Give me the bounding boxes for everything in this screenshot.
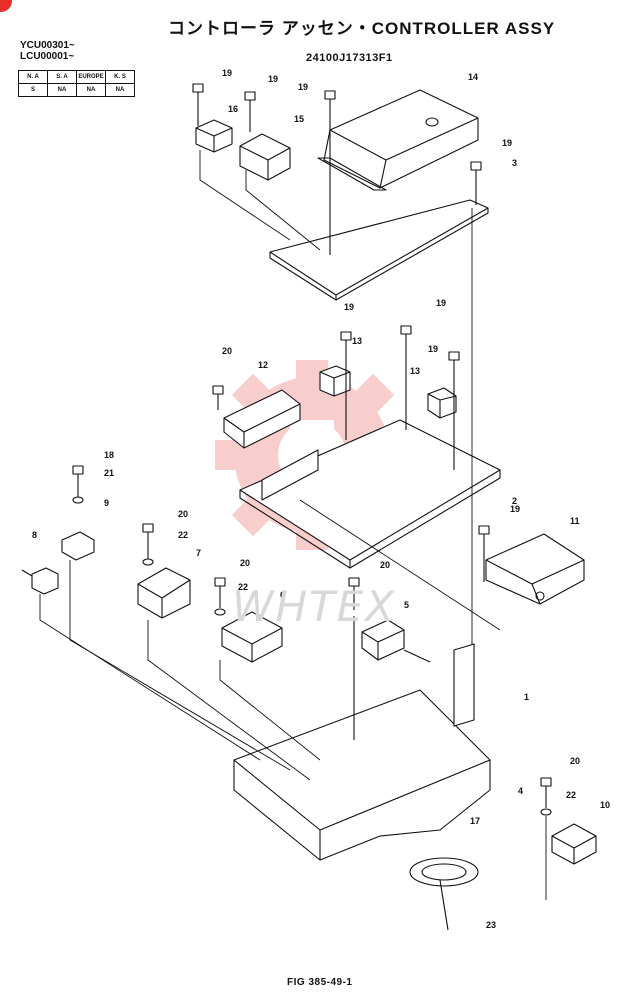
callout-9: 9 xyxy=(104,498,109,508)
callout-19: 19 xyxy=(502,138,512,148)
bolt-20 xyxy=(348,577,360,610)
figure-label: FIG 385-49-1 xyxy=(287,977,353,988)
relay-5 xyxy=(361,619,431,663)
watermark-text: WHTEX xyxy=(232,582,397,631)
washer-22 xyxy=(214,608,226,616)
washer-22 xyxy=(540,808,552,816)
callout-17: 17 xyxy=(470,816,480,826)
bolt-19 xyxy=(192,83,204,126)
callout-21: 21 xyxy=(104,468,114,478)
bolt-20 xyxy=(214,577,226,608)
callout-20: 20 xyxy=(240,558,250,568)
callout-19: 19 xyxy=(436,298,446,308)
bolt-19 xyxy=(400,325,412,430)
serial-range: YCU00301~ LCU00001~ xyxy=(20,40,75,62)
callout-15: 15 xyxy=(294,114,304,124)
callout-14: 14 xyxy=(468,72,478,82)
callout-5: 5 xyxy=(404,600,409,610)
bracket-9 xyxy=(61,531,95,561)
callout-19: 19 xyxy=(222,68,232,78)
callout-1: 1 xyxy=(524,692,529,702)
relay-15 xyxy=(239,133,291,181)
callout-19: 19 xyxy=(344,302,354,312)
callout-22: 22 xyxy=(238,582,248,592)
bolt-19 xyxy=(340,331,352,440)
bolt-20 xyxy=(142,523,154,560)
relay-6 xyxy=(221,611,283,663)
bolt-18 xyxy=(72,465,84,500)
callout-13: 13 xyxy=(352,336,362,346)
callout-10: 10 xyxy=(600,800,610,810)
market-header: N. A xyxy=(18,70,48,84)
callout-23: 23 xyxy=(486,920,496,930)
callout-20: 20 xyxy=(222,346,232,356)
callout-12: 12 xyxy=(258,360,268,370)
bolt-19 xyxy=(478,525,490,582)
callout-13: 13 xyxy=(410,366,420,376)
drawing-number: 24100J17313F1 xyxy=(306,52,393,64)
page-title: コントローラ アッセン・CONTROLLER ASSY xyxy=(168,19,556,38)
relay-13 xyxy=(427,387,457,419)
switch-8 xyxy=(21,567,59,595)
washer-22 xyxy=(142,558,154,566)
bolt-19 xyxy=(448,351,460,470)
callout-11: 11 xyxy=(570,516,580,526)
market-value: NA xyxy=(105,83,135,97)
callout-16: 16 xyxy=(228,104,238,114)
callout-19: 19 xyxy=(428,344,438,354)
callout-7: 7 xyxy=(196,548,201,558)
bolt-19 xyxy=(244,91,256,132)
market-value-row: S NA NA NA xyxy=(18,83,135,97)
callout-22: 22 xyxy=(566,790,576,800)
controller-11 xyxy=(485,533,585,605)
callout-20: 20 xyxy=(178,509,188,519)
bolt-19 xyxy=(324,90,336,255)
relay-16 xyxy=(195,119,233,153)
callout-20: 20 xyxy=(570,756,580,766)
callout-22: 22 xyxy=(178,530,188,540)
callout-4: 4 xyxy=(518,786,523,796)
top-plate-3 xyxy=(269,199,489,301)
washer-21 xyxy=(72,496,84,504)
bolt-19 xyxy=(470,161,482,205)
callout-19: 19 xyxy=(268,74,278,84)
grommet-17 xyxy=(409,857,479,887)
base-plate-1 xyxy=(233,643,491,861)
relay-13 xyxy=(319,365,351,397)
serial-start-2: LCU00001~ xyxy=(20,51,75,62)
relay-12 xyxy=(223,389,301,449)
callout-2: 2 xyxy=(512,496,517,506)
callout-19: 19 xyxy=(510,504,520,514)
harness-23 xyxy=(439,879,449,931)
bolt-20 xyxy=(212,385,224,410)
callout-20: 20 xyxy=(380,560,390,570)
bolt-20 xyxy=(540,777,552,808)
callout-18: 18 xyxy=(104,450,114,460)
market-table: N. A S. A EUROPE K. S S NA NA NA xyxy=(18,70,135,97)
callout-8: 8 xyxy=(32,530,37,540)
callout-19: 19 xyxy=(298,82,308,92)
controller-14 xyxy=(317,89,479,191)
market-header-row: N. A S. A EUROPE K. S xyxy=(18,70,135,84)
relay-7 xyxy=(137,567,191,619)
callout-3: 3 xyxy=(512,158,517,168)
callout-6: 6 xyxy=(280,590,285,600)
middle-plate-2 xyxy=(239,419,501,569)
relay-10 xyxy=(551,823,597,865)
serial-start-1: YCU00301~ xyxy=(20,40,75,51)
